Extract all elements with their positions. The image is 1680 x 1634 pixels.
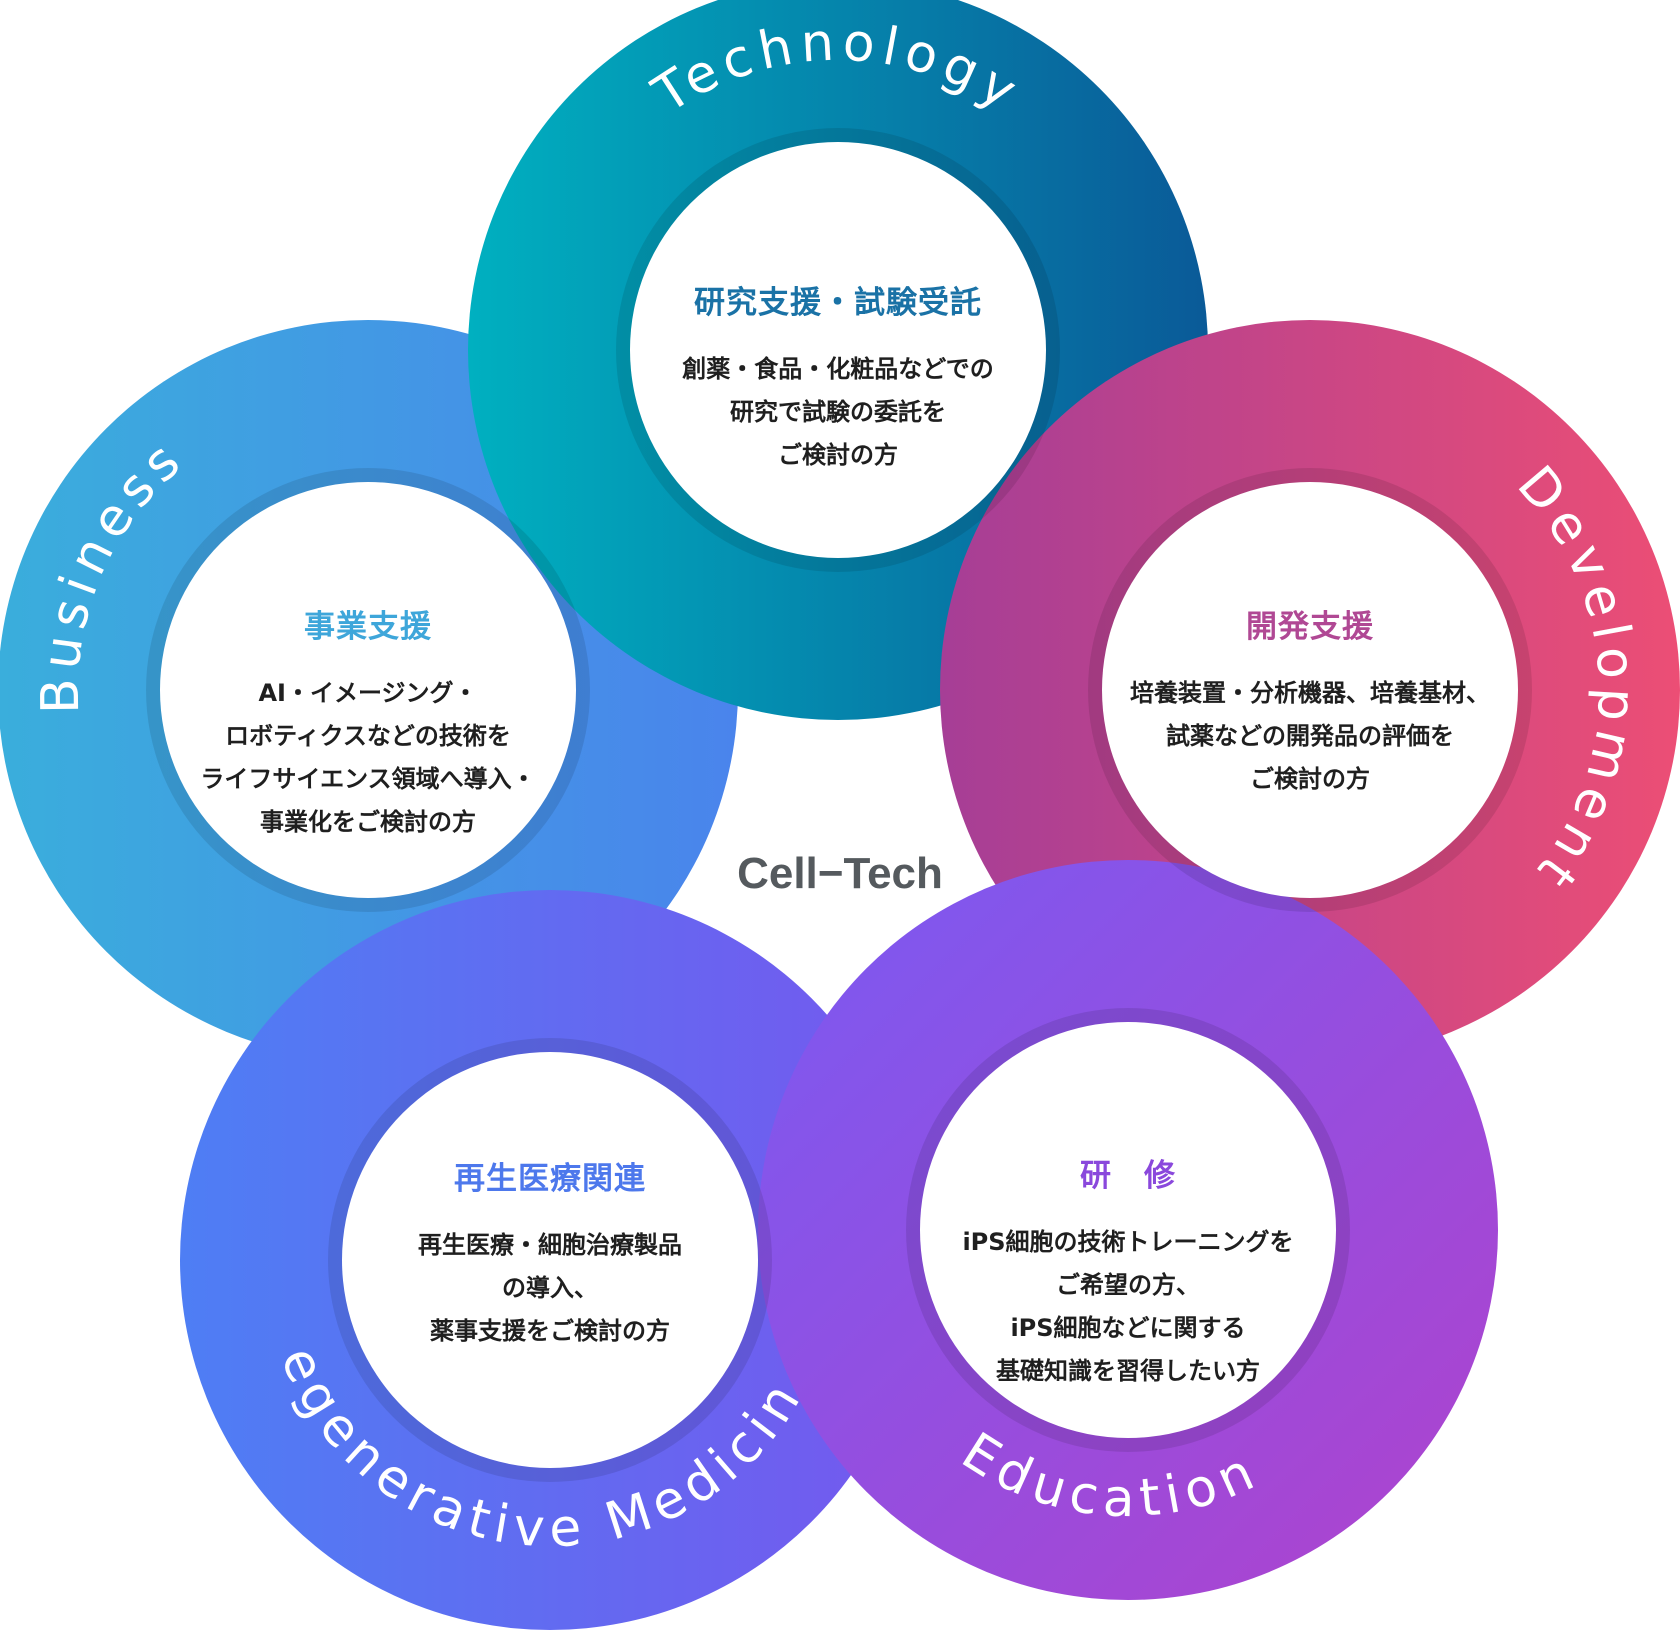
regenerative-medicine-description-line: の導入、: [502, 1274, 598, 1302]
technology-title: 研究支援・試験受託: [694, 285, 982, 321]
regenerative-medicine-title: 再生医療関連: [454, 1161, 646, 1197]
business-description-line: ライフサイエンス領域へ導入・: [200, 765, 535, 793]
education-title: 研 修: [1080, 1158, 1176, 1194]
education-description-line: ご希望の方、: [1056, 1271, 1200, 1299]
development-center-disc: [1102, 482, 1518, 898]
development-description-line: 培養装置・分析機器、培養基材、: [1130, 679, 1490, 707]
technology-description-line: 研究で試験の委託を: [730, 398, 946, 426]
development-description-line: 試薬などの開発品の評価を: [1166, 722, 1454, 750]
business-title: 事業支援: [304, 609, 432, 645]
regenerative-medicine-description-line: 再生医療・細胞治療製品: [418, 1231, 682, 1259]
education-center-disc: [920, 1022, 1336, 1438]
regenerative-medicine-description-line: 薬事支援をご検討の方: [430, 1317, 670, 1345]
regenerative-medicine-center-disc: [342, 1052, 758, 1468]
education-description-line: 基礎知識を習得したい方: [996, 1357, 1260, 1385]
technology-description-line: 創薬・食品・化粧品などでの: [682, 355, 994, 383]
education-description-line: iPS細胞などに関する: [1010, 1314, 1245, 1342]
business-center-disc: [160, 482, 576, 898]
business-description-line: 事業化をご検討の方: [260, 808, 476, 836]
cell-tech-center-label: Cell−Tech: [737, 849, 943, 898]
education-description-line: iPS細胞の技術トレーニングを: [962, 1228, 1293, 1256]
technology-description-line: ご検討の方: [778, 441, 898, 469]
development-title: 開発支援: [1246, 609, 1374, 645]
business-description-line: ロボティクスなどの技術を: [225, 722, 511, 750]
business-description-line: AI・イメージング・: [258, 679, 477, 707]
technology-center-disc: [630, 142, 1046, 558]
development-description-line: ご検討の方: [1250, 765, 1370, 793]
